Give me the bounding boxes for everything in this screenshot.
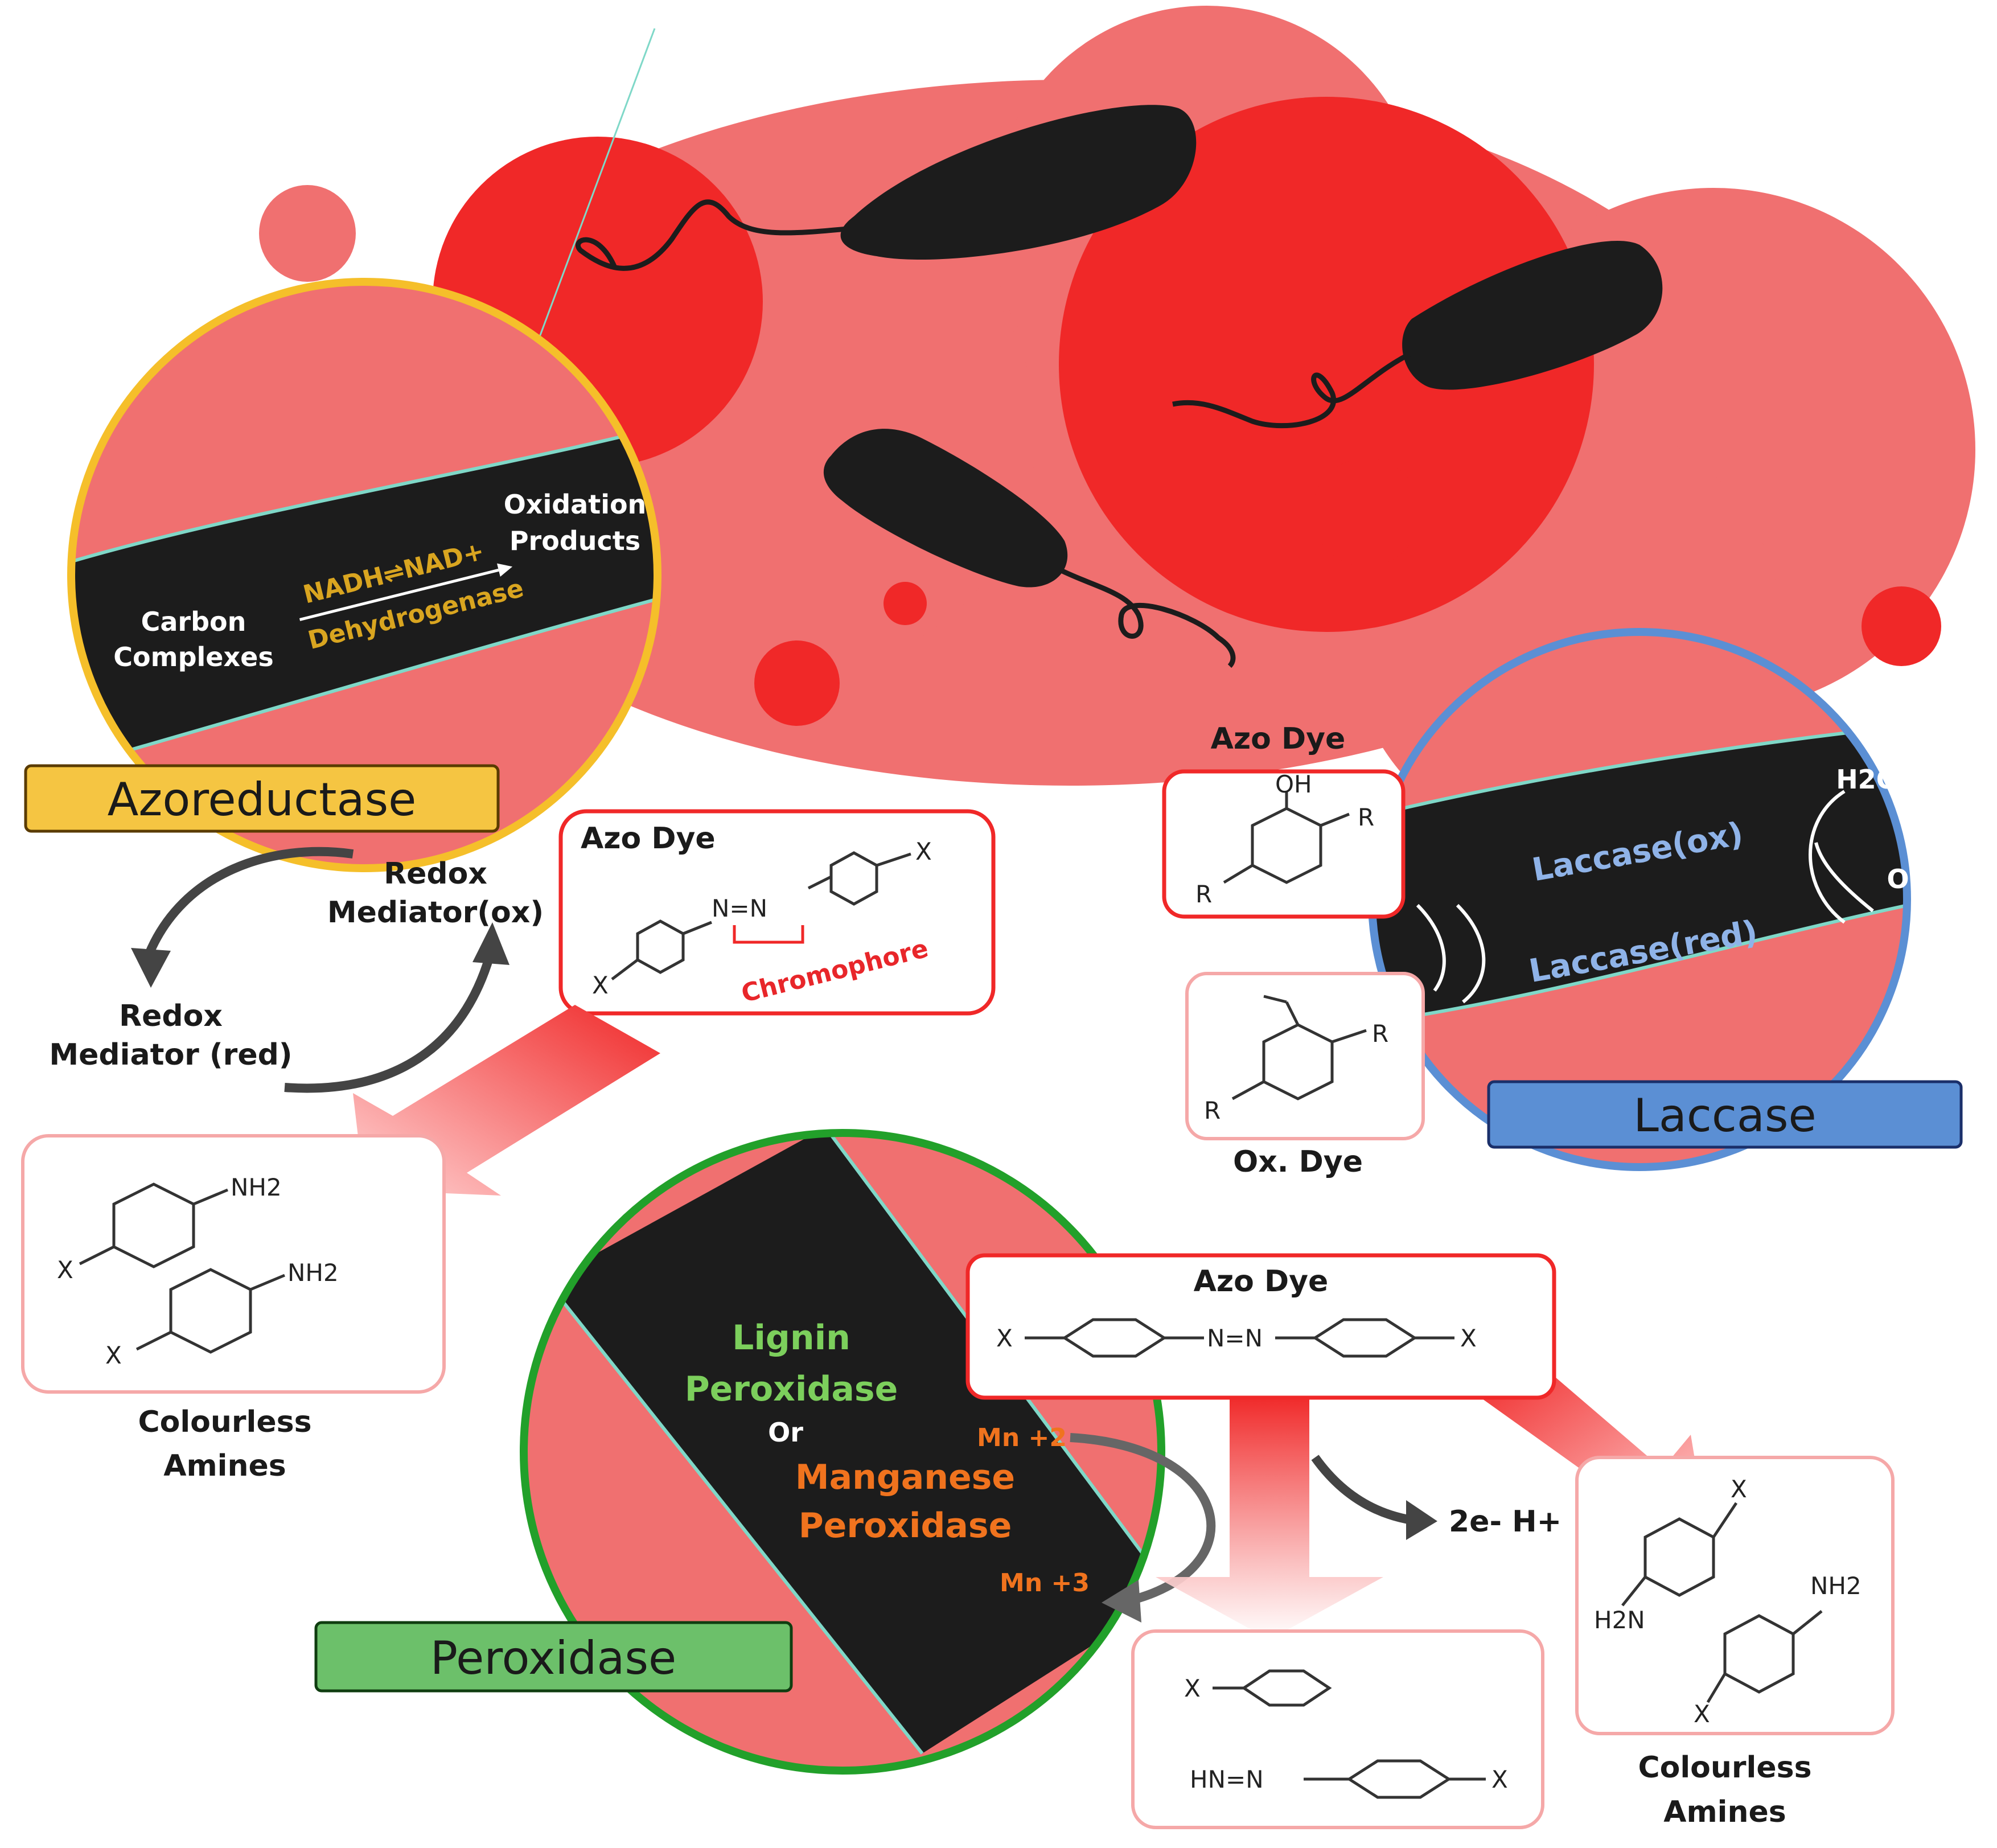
r-substituent: R: [1204, 1097, 1221, 1124]
laccase-inset: Laccase(ox) Laccase(red) H2O O2: [1368, 628, 1928, 1171]
redox-cycle: Redox Mediator(ox) Redox Mediator (red): [49, 847, 544, 1093]
nh2-label: NH2: [287, 1259, 339, 1287]
azoreductase-label: Azoreductase: [108, 773, 417, 826]
x-substituent: X: [1184, 1674, 1201, 1702]
laccase-azo-dye-title: Azo Dye: [1211, 722, 1346, 756]
electron-arrow: [1311, 1455, 1413, 1525]
oxidation-products-line1: Oxidation: [504, 489, 647, 520]
h2n-label: H2N: [1594, 1606, 1645, 1634]
r-substituent: R: [1358, 803, 1374, 831]
x-substituent: X: [996, 1324, 1013, 1352]
azo-dye-title: Azo Dye: [581, 822, 716, 856]
nh2-label: NH2: [231, 1173, 282, 1201]
ox-dye-label: Ox. Dye: [1233, 1145, 1363, 1179]
peroxidase-label-badge: Peroxidase: [314, 1621, 793, 1693]
manganese-peroxidase-line1: Manganese: [795, 1457, 1015, 1497]
mn2-label: Mn +2: [977, 1423, 1067, 1452]
lignin-peroxidase-line2: Peroxidase: [685, 1369, 898, 1409]
laccase-azo-dye-box: OH R R: [1162, 769, 1406, 919]
peroxidase-label: Peroxidase: [430, 1632, 677, 1685]
h2o-label: H2O: [1836, 764, 1899, 795]
redox-mediator-red-line2: Mediator (red): [49, 1038, 292, 1072]
amines-box-right: X H2N NH2 X: [1575, 1456, 1895, 1735]
r-substituent: R: [1195, 880, 1212, 908]
azo-dye-box-right: Azo Dye X N=N X: [965, 1253, 1556, 1400]
x-substituent: X: [105, 1341, 122, 1369]
azo-bond-label: N=N: [1207, 1324, 1263, 1352]
azoreductase-inset: Carbon Complexes Oxidation Products NADH…: [67, 278, 661, 872]
hn-label: HN=N: [1190, 1765, 1264, 1793]
amines-box-left: NH2 X NH2 X: [21, 1134, 446, 1394]
redox-mediator-ox-line1: Redox: [384, 857, 487, 891]
mn-cycle-arrow-icon: [1102, 1580, 1141, 1623]
x-substituent: X: [1731, 1475, 1747, 1503]
or-label: Or: [768, 1417, 803, 1448]
carbon-complexes-line1: Carbon: [141, 606, 246, 637]
bacterium-2: [1172, 240, 1663, 429]
laccase-label: Laccase: [1633, 1089, 1816, 1142]
carbon-complexes-line2: Complexes: [113, 642, 273, 672]
x-substituent: X: [592, 971, 609, 999]
manganese-peroxidase-line2: Peroxidase: [799, 1506, 1012, 1546]
azo-dye-title-right: Azo Dye: [1194, 1264, 1329, 1299]
mn3-label: Mn +3: [1000, 1568, 1090, 1598]
arrow-to-product-box: [1156, 1395, 1383, 1640]
oh-label: OH: [1275, 770, 1312, 798]
reaction-arrow-icon: [496, 563, 513, 577]
colourless-amines-right-line2: Amines: [1663, 1795, 1786, 1829]
colourless-amines-left-line1: Colourless: [138, 1405, 311, 1439]
x-substituent: X: [915, 837, 932, 865]
o2-label: O2: [1887, 864, 1927, 894]
oxidation-products-line2: Products: [509, 525, 640, 556]
x-substituent: X: [1491, 1765, 1508, 1793]
cycle-arrow-icon: [472, 922, 509, 965]
colourless-amines-right-line1: Colourless: [1638, 1751, 1811, 1785]
x-substituent: X: [1694, 1700, 1710, 1728]
bacterium-3: [823, 429, 1236, 668]
azo-bond-label: N=N: [712, 894, 767, 922]
colourless-amines-left-line2: Amines: [163, 1449, 286, 1483]
laccase-ox-dye-box: R R: [1185, 972, 1425, 1140]
redox-mediator-red-line1: Redox: [119, 999, 223, 1033]
r-substituent: R: [1372, 1020, 1388, 1048]
cycle-arrow-icon: [131, 948, 171, 988]
lignin-peroxidase-line1: Lignin: [732, 1318, 850, 1358]
x-substituent: X: [57, 1256, 73, 1284]
azo-dye-box-left: Azo Dye N=N X X Chromophore: [558, 809, 996, 1016]
bacterium-1: [576, 105, 1197, 271]
laccase-label-badge: Laccase: [1487, 1080, 1963, 1149]
azoreductase-label-badge: Azoreductase: [24, 764, 500, 833]
nh2-label: NH2: [1810, 1572, 1862, 1600]
electron-arrow-icon: [1406, 1500, 1437, 1540]
product-box: X HN=N X: [1131, 1629, 1544, 1829]
redox-mediator-ox-line2: Mediator(ox): [327, 896, 544, 930]
electrons-label: 2e- H+: [1449, 1505, 1562, 1539]
x-substituent: X: [1460, 1324, 1477, 1352]
